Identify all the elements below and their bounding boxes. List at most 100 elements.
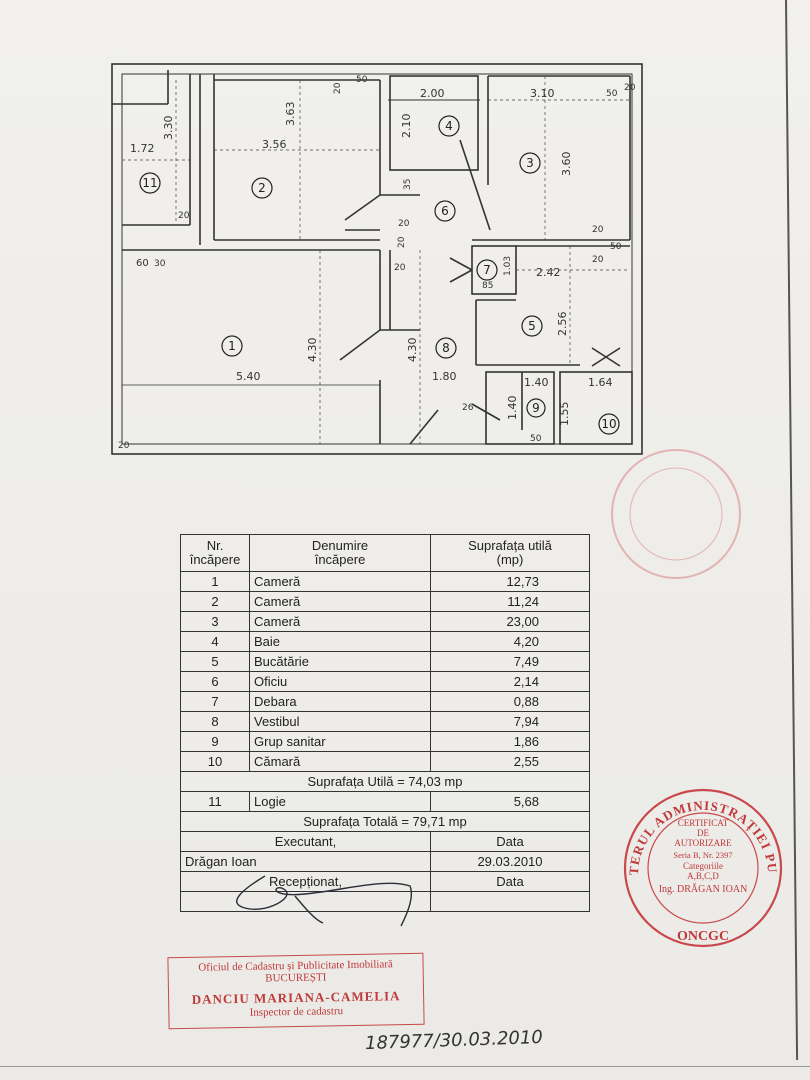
table-header-row: Nr. încăpere Denumire încăpere Suprafața… — [180, 534, 590, 572]
paper-bottom-edge — [0, 1066, 810, 1067]
cell-name: Cameră — [249, 611, 431, 632]
room-number: 1 — [228, 339, 236, 353]
cell-area: 2,55 — [430, 751, 590, 772]
faded-round-stamp — [611, 449, 741, 579]
dim-label: 4.30 — [306, 338, 319, 363]
header-nr: Nr. încăpere — [180, 534, 250, 572]
cell-nr: 6 — [180, 671, 250, 692]
executant-header-row: Executant, Data — [180, 831, 590, 852]
handwritten-signature — [236, 875, 412, 927]
cell-name: Bucătărie — [249, 651, 431, 672]
data-label-2: Data — [430, 871, 590, 892]
dim-label: 3.60 — [560, 152, 573, 177]
dim-label: 3.30 — [162, 116, 175, 141]
executant-name: Drăgan Ioan — [180, 851, 431, 872]
dim-label: 35 — [403, 179, 413, 190]
room-number: 9 — [532, 401, 540, 415]
dim-label: 3.63 — [284, 102, 297, 127]
ministry-line: Categoriile — [683, 861, 723, 871]
ocpi-stamp: Oficiul de Cadastru și Publicitate Imobi… — [167, 952, 425, 1030]
cell-area: 7,94 — [430, 711, 590, 732]
dim-label: 3.10 — [530, 87, 555, 100]
executant-date: 29.03.2010 — [430, 851, 590, 872]
room-number: 2 — [258, 181, 266, 195]
room-number: 11 — [142, 176, 157, 190]
ministry-round-stamp: MINISTERUL ADMINISTRAȚIEI PUBLICE CERTIF… — [618, 780, 783, 948]
header-area: Suprafața utilă (mp) — [430, 534, 590, 572]
cell-nr: 7 — [180, 691, 250, 712]
data-label: Data — [430, 831, 590, 852]
dim-label: 26 — [462, 403, 474, 413]
dim-label: 1.80 — [432, 370, 457, 383]
dim-label: 4.30 — [406, 338, 419, 363]
cell-nr: 8 — [180, 711, 250, 732]
dim-label: 2.42 — [536, 266, 561, 279]
header-name: Denumire încăpere — [249, 534, 431, 572]
dim-label: 20 — [178, 211, 190, 221]
dim-label: 1.64 — [588, 376, 613, 389]
ministry-line: A,B,C,D — [687, 871, 719, 881]
cell-nr: 10 — [180, 751, 250, 772]
cell-nr: 3 — [180, 611, 250, 632]
cell-name: Debara — [249, 691, 431, 712]
cell-nr: 4 — [180, 631, 250, 652]
grand-total-row: Suprafața Totală = 79,71 mp — [180, 811, 590, 832]
dim-label: 50 — [606, 89, 618, 99]
rooms-table: Nr. încăpere Denumire încăpere Suprafața… — [180, 534, 590, 912]
header-nr-text: Nr. încăpere — [189, 538, 241, 567]
ministry-line: Ing. DRĂGAN IOAN — [659, 883, 748, 895]
dim-label: 20 — [398, 219, 410, 229]
room-number: 4 — [445, 119, 453, 133]
outer-wall-outer — [111, 63, 643, 455]
room-number: 5 — [528, 319, 536, 333]
dim-label: 2.00 — [420, 87, 445, 100]
floor-plan: 1.72 3.30 3.56 3.63 2.00 2.10 3.10 3.60 … — [111, 63, 643, 455]
cell-area: 7,49 — [430, 651, 590, 672]
cell-name: Grup sanitar — [249, 731, 431, 752]
cell-area: 2,14 — [430, 671, 590, 692]
executant-label: Executant, — [180, 831, 431, 852]
dim-label: 1.55 — [558, 402, 571, 427]
cell-area: 5,68 — [430, 791, 590, 812]
ministry-line: Seria B, Nr. 2397 — [673, 850, 732, 860]
receptionat-date-empty — [430, 891, 590, 912]
dim-label: 30 — [154, 259, 166, 269]
room-number: 6 — [441, 204, 449, 218]
room-number: 3 — [526, 156, 534, 170]
util-total-row: Suprafața Utilă = 74,03 mp — [180, 771, 590, 792]
outer-wall-inner — [121, 73, 633, 445]
dim-label: 50 — [610, 242, 622, 252]
room-number: 8 — [442, 341, 450, 355]
ministry-line: AUTORIZARE — [674, 838, 732, 848]
dim-label: 5.40 — [236, 370, 261, 383]
dim-label: 85 — [482, 281, 493, 291]
dim-label: 20 — [333, 82, 343, 94]
dim-label: 50 — [530, 434, 542, 444]
dim-label: 2.10 — [400, 114, 413, 139]
ministry-line: DE — [697, 828, 709, 838]
dim-label: 50 — [356, 75, 368, 85]
dim-label: 1.03 — [503, 256, 513, 276]
dim-label: 1.40 — [506, 396, 519, 421]
cell-area: 4,20 — [430, 631, 590, 652]
dim-label: 3.56 — [262, 138, 287, 151]
cell-name: Oficiu — [249, 671, 431, 692]
dim-label: 20 — [397, 236, 407, 248]
cell-nr: 1 — [180, 571, 250, 592]
dim-label: 1.40 — [524, 376, 549, 389]
cell-name: Cameră — [249, 571, 431, 592]
cell-name: Vestibul — [249, 711, 431, 732]
grand-total: Suprafața Totală = 79,71 mp — [180, 811, 590, 832]
ministry-line: CERTIFICAT — [678, 818, 729, 828]
dim-label: 20 — [624, 83, 636, 93]
cell-area: 23,00 — [430, 611, 590, 632]
cell-nr: 5 — [180, 651, 250, 672]
ministry-bottom-text: ONCGC — [677, 929, 729, 944]
